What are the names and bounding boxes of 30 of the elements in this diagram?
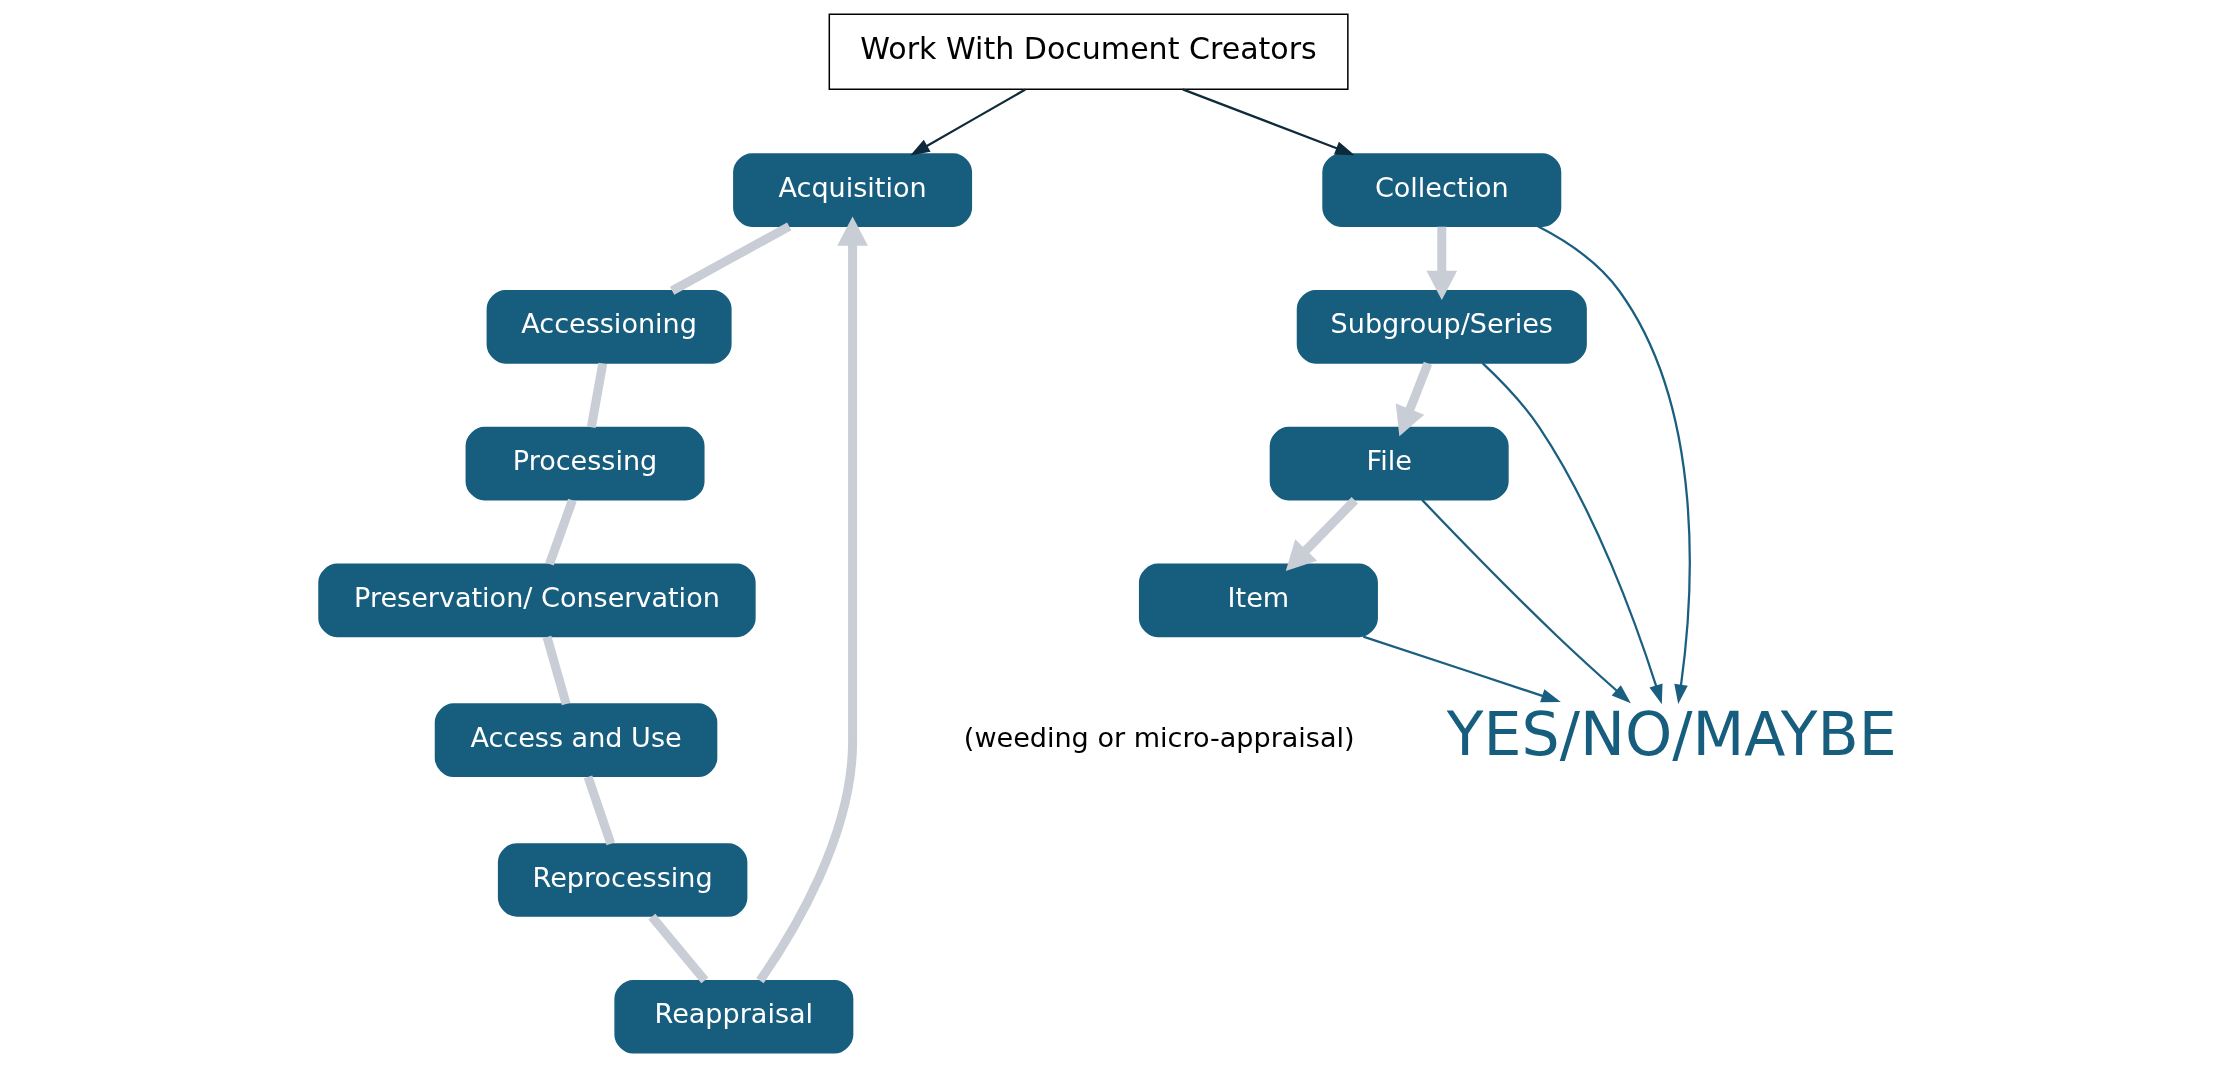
arrow — [1481, 362, 1662, 705]
arrow — [909, 88, 1026, 156]
connector — [647, 913, 708, 984]
node-box: Acquisition — [732, 153, 972, 227]
node-box: Processing — [465, 426, 705, 501]
node-label: (weeding or micro-appraisal) — [963, 721, 1355, 753]
node-box: Preservation/ Conservation — [317, 563, 756, 638]
node-box: Item — [1138, 563, 1378, 638]
arrow — [1362, 635, 1561, 703]
arrow — [1425, 226, 1457, 301]
node-box: Reprocessing — [497, 843, 747, 917]
connector — [669, 222, 791, 295]
node-text: YES/NO/MAYBE — [1446, 699, 1897, 770]
node-box: Access and Use — [434, 703, 717, 777]
arrow — [1395, 361, 1432, 437]
connector — [542, 635, 570, 706]
node-box: Collection — [1321, 153, 1561, 227]
arrow — [1181, 88, 1355, 156]
connector — [544, 498, 577, 566]
connector — [586, 362, 607, 428]
node-box: File — [1269, 426, 1509, 501]
arrow — [1536, 225, 1691, 705]
node-box: Reappraisal — [613, 979, 853, 1054]
arrow — [1285, 497, 1358, 571]
node-box: Subgroup/Series — [1296, 290, 1587, 364]
node-box: Work With Document Creators — [828, 13, 1349, 91]
connector — [583, 775, 615, 846]
arrow — [1420, 499, 1631, 704]
node-box: Accessioning — [486, 290, 732, 364]
arrow — [755, 216, 868, 984]
